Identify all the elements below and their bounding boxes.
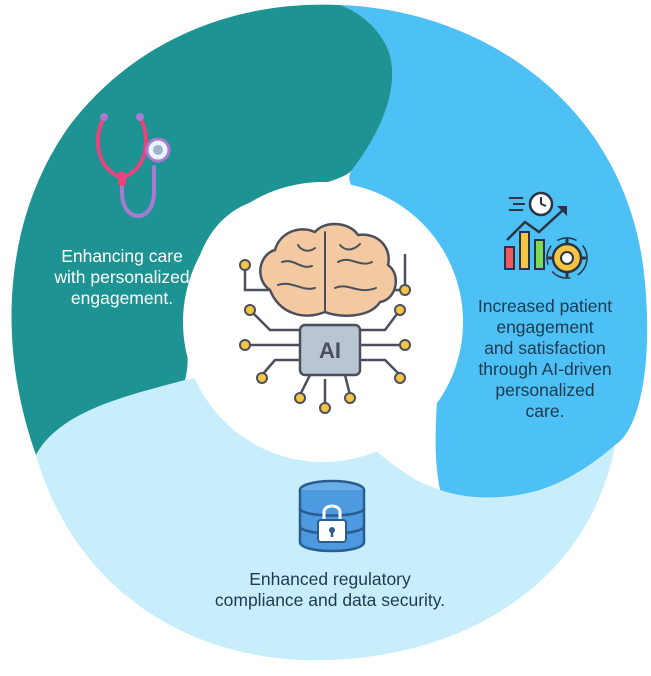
- ai-brain-chip-icon: AI: [239, 222, 411, 414]
- analytics-chart-gear-icon: [504, 191, 588, 279]
- database-lock-icon: [298, 479, 366, 553]
- stethoscope-icon: [96, 113, 171, 218]
- segment-care-label: Enhancing care with personalized engagem…: [54, 246, 190, 308]
- ai-chip-text: AI: [319, 338, 341, 363]
- ai-chip: [298, 323, 362, 377]
- segment-engagement: [340, 5, 648, 498]
- segment-engagement-label: Increased patient engagement and satisfa…: [477, 296, 613, 421]
- segment-security-label: Enhanced regulatory compliance and data …: [214, 569, 446, 610]
- center-circle: [183, 182, 463, 462]
